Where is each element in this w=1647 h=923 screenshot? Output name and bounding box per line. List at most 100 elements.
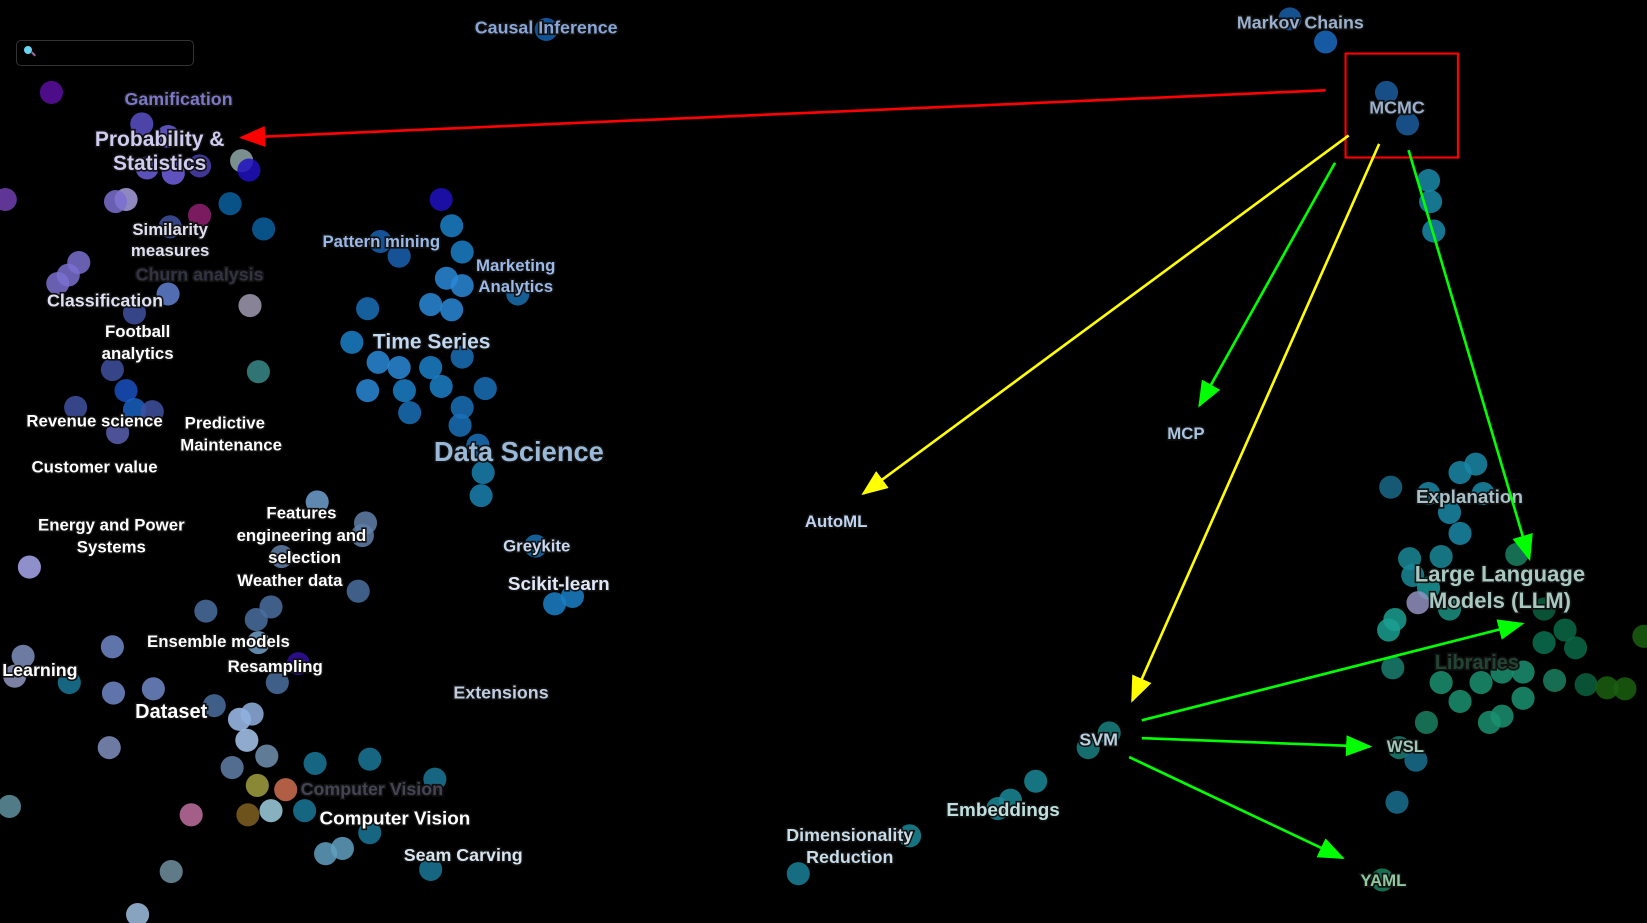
- label-similarity-measures-2[interactable]: measures: [129, 240, 211, 262]
- label-probability-statistics-2[interactable]: Statistics: [111, 151, 208, 177]
- topic-point[interactable]: [358, 747, 382, 771]
- topic-point[interactable]: [429, 187, 453, 212]
- label-llm[interactable]: Large Language: [1413, 560, 1586, 588]
- topic-point[interactable]: [1613, 677, 1637, 701]
- topic-point[interactable]: [1511, 686, 1535, 710]
- topic-point[interactable]: [1490, 660, 1514, 684]
- topic-points[interactable]: [0, 7, 1647, 923]
- label-predictive-maintenance[interactable]: Predictive: [183, 412, 266, 434]
- topic-point[interactable]: [235, 728, 259, 752]
- topic-point[interactable]: [419, 355, 443, 380]
- label-features-engineering-2[interactable]: engineering and: [235, 524, 368, 546]
- topic-point[interactable]: [346, 579, 370, 603]
- topic-point[interactable]: [130, 112, 154, 136]
- label-revenue-science[interactable]: Revenue science: [25, 410, 164, 432]
- topic-point[interactable]: [450, 240, 474, 264]
- topic-point[interactable]: [1401, 563, 1425, 587]
- topic-point[interactable]: [237, 158, 261, 182]
- topic-point[interactable]: [1406, 591, 1430, 615]
- topic-point[interactable]: [1429, 670, 1453, 695]
- topic-point[interactable]: [156, 124, 180, 149]
- topic-point[interactable]: [340, 330, 364, 354]
- label-wsl[interactable]: WSL: [1385, 735, 1425, 757]
- topic-point[interactable]: [57, 670, 81, 695]
- topic-point[interactable]: [1381, 656, 1405, 680]
- topic-point[interactable]: [11, 644, 35, 668]
- topic-point[interactable]: [17, 555, 41, 579]
- topic-point[interactable]: [448, 413, 472, 437]
- topic-point[interactable]: [245, 773, 269, 797]
- topic-point[interactable]: [1024, 769, 1048, 793]
- topic-point[interactable]: [387, 244, 411, 268]
- topic-point[interactable]: [506, 282, 530, 306]
- topic-point[interactable]: [1553, 618, 1577, 642]
- topic-point[interactable]: [244, 607, 268, 632]
- label-energy-power-2[interactable]: Systems: [75, 536, 147, 558]
- topic-point[interactable]: [246, 360, 270, 384]
- label-computer-vision-b[interactable]: Computer Vision: [318, 807, 472, 831]
- label-probability-statistics[interactable]: Probability &: [93, 126, 226, 152]
- topic-point[interactable]: [255, 744, 279, 768]
- topic-point[interactable]: [0, 794, 22, 818]
- topic-point[interactable]: [419, 857, 443, 881]
- label-markov-chains[interactable]: Markov Chains: [1235, 11, 1365, 34]
- topic-point[interactable]: [218, 192, 242, 216]
- topic-point[interactable]: [194, 599, 218, 623]
- label-football-analytics[interactable]: Football: [103, 320, 171, 342]
- topic-point[interactable]: [450, 345, 474, 369]
- label-classification[interactable]: Classification: [45, 289, 164, 312]
- search-box[interactable]: [16, 40, 194, 66]
- topic-point[interactable]: [398, 401, 422, 425]
- topic-point[interactable]: [419, 292, 443, 317]
- topic-point[interactable]: [106, 421, 130, 445]
- topic-point[interactable]: [350, 523, 374, 548]
- topic-point[interactable]: [1471, 481, 1495, 506]
- topic-point[interactable]: [135, 156, 159, 180]
- topic-point[interactable]: [122, 301, 147, 325]
- topic-point[interactable]: [1314, 30, 1338, 54]
- topic-point[interactable]: [1385, 790, 1409, 814]
- topic-point[interactable]: [1511, 660, 1535, 684]
- topic-point[interactable]: [898, 824, 922, 848]
- label-dimensionality-reduction-2[interactable]: Reduction: [805, 846, 895, 869]
- label-time-series[interactable]: Time Series: [371, 329, 492, 355]
- topic-point[interactable]: [141, 677, 165, 701]
- label-churn-analysis[interactable]: Churn analysis: [134, 263, 265, 286]
- topic-point[interactable]: [1448, 521, 1472, 545]
- topic-point[interactable]: [101, 681, 125, 705]
- label-learning[interactable]: Learning: [1, 659, 80, 682]
- topic-point[interactable]: [450, 395, 474, 419]
- label-resampling[interactable]: Resampling: [226, 655, 324, 677]
- topic-point[interactable]: [246, 631, 270, 655]
- topic-point[interactable]: [303, 751, 327, 775]
- label-gamification[interactable]: Gamification: [123, 87, 234, 110]
- label-greykite[interactable]: Greykite: [502, 535, 572, 557]
- topic-point[interactable]: [1490, 704, 1514, 728]
- topic-point[interactable]: [429, 374, 453, 398]
- topic-point[interactable]: [265, 670, 289, 695]
- label-features-engineering[interactable]: Features: [265, 502, 338, 524]
- topic-point[interactable]: [1532, 597, 1556, 621]
- topic-point[interactable]: [1595, 676, 1619, 700]
- label-energy-power[interactable]: Energy and Power: [36, 514, 186, 536]
- topic-point[interactable]: [1377, 618, 1401, 642]
- topic-point[interactable]: [1437, 597, 1462, 621]
- topic-point[interactable]: [202, 694, 226, 718]
- topic-point[interactable]: [0, 187, 17, 212]
- label-weather-data[interactable]: Weather data: [236, 569, 345, 591]
- label-llm-2[interactable]: Models (LLM): [1427, 586, 1572, 614]
- topic-point[interactable]: [1379, 475, 1403, 499]
- topic-point[interactable]: [240, 702, 264, 726]
- topic-point[interactable]: [1374, 80, 1399, 104]
- topic-point[interactable]: [368, 229, 392, 254]
- topic-point[interactable]: [188, 154, 212, 178]
- label-automl[interactable]: AutoML: [803, 511, 869, 533]
- label-predictive-maintenance-2[interactable]: Maintenance: [179, 434, 284, 456]
- topic-point[interactable]: [179, 803, 203, 827]
- topic-point[interactable]: [1387, 736, 1411, 760]
- topic-point[interactable]: [998, 788, 1023, 812]
- topic-point[interactable]: [103, 190, 128, 214]
- topic-point[interactable]: [140, 400, 164, 424]
- topic-point[interactable]: [1564, 636, 1588, 660]
- topic-point[interactable]: [188, 203, 212, 227]
